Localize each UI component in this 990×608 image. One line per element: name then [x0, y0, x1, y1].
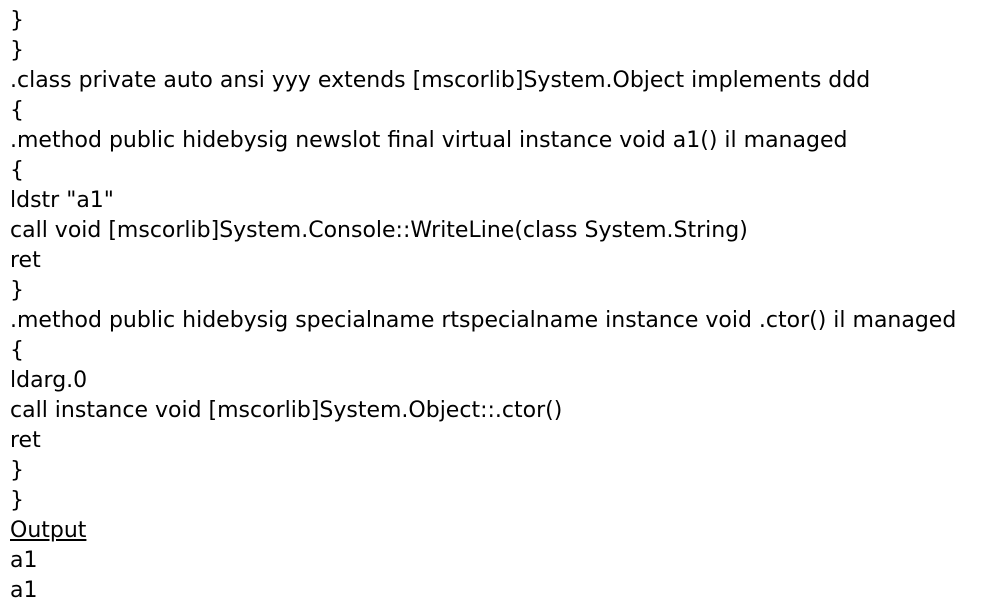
output-line: a1: [10, 548, 38, 573]
code-line: {: [10, 158, 24, 183]
code-line: }: [10, 38, 24, 63]
code-line: ret: [10, 428, 41, 453]
output-heading: Output: [10, 518, 87, 543]
code-line: ldarg.0: [10, 368, 88, 393]
code-line: .method public hidebysig newslot final v…: [10, 128, 848, 153]
code-line: call void [mscorlib]System.Console::Writ…: [10, 218, 748, 243]
code-line: }: [10, 278, 24, 303]
code-line: }: [10, 488, 24, 513]
code-line: {: [10, 338, 24, 363]
code-line: ret: [10, 248, 41, 273]
code-line: {: [10, 98, 24, 123]
code-line: }: [10, 458, 24, 483]
code-line: .method public hidebysig specialname rts…: [10, 308, 957, 333]
code-line: .class private auto ansi yyy extends [ms…: [10, 68, 871, 93]
code-line: ldstr "a1": [10, 188, 114, 213]
code-line: call instance void [mscorlib]System.Obje…: [10, 398, 563, 423]
output-line: a1: [10, 578, 38, 603]
code-line: }: [10, 8, 24, 33]
